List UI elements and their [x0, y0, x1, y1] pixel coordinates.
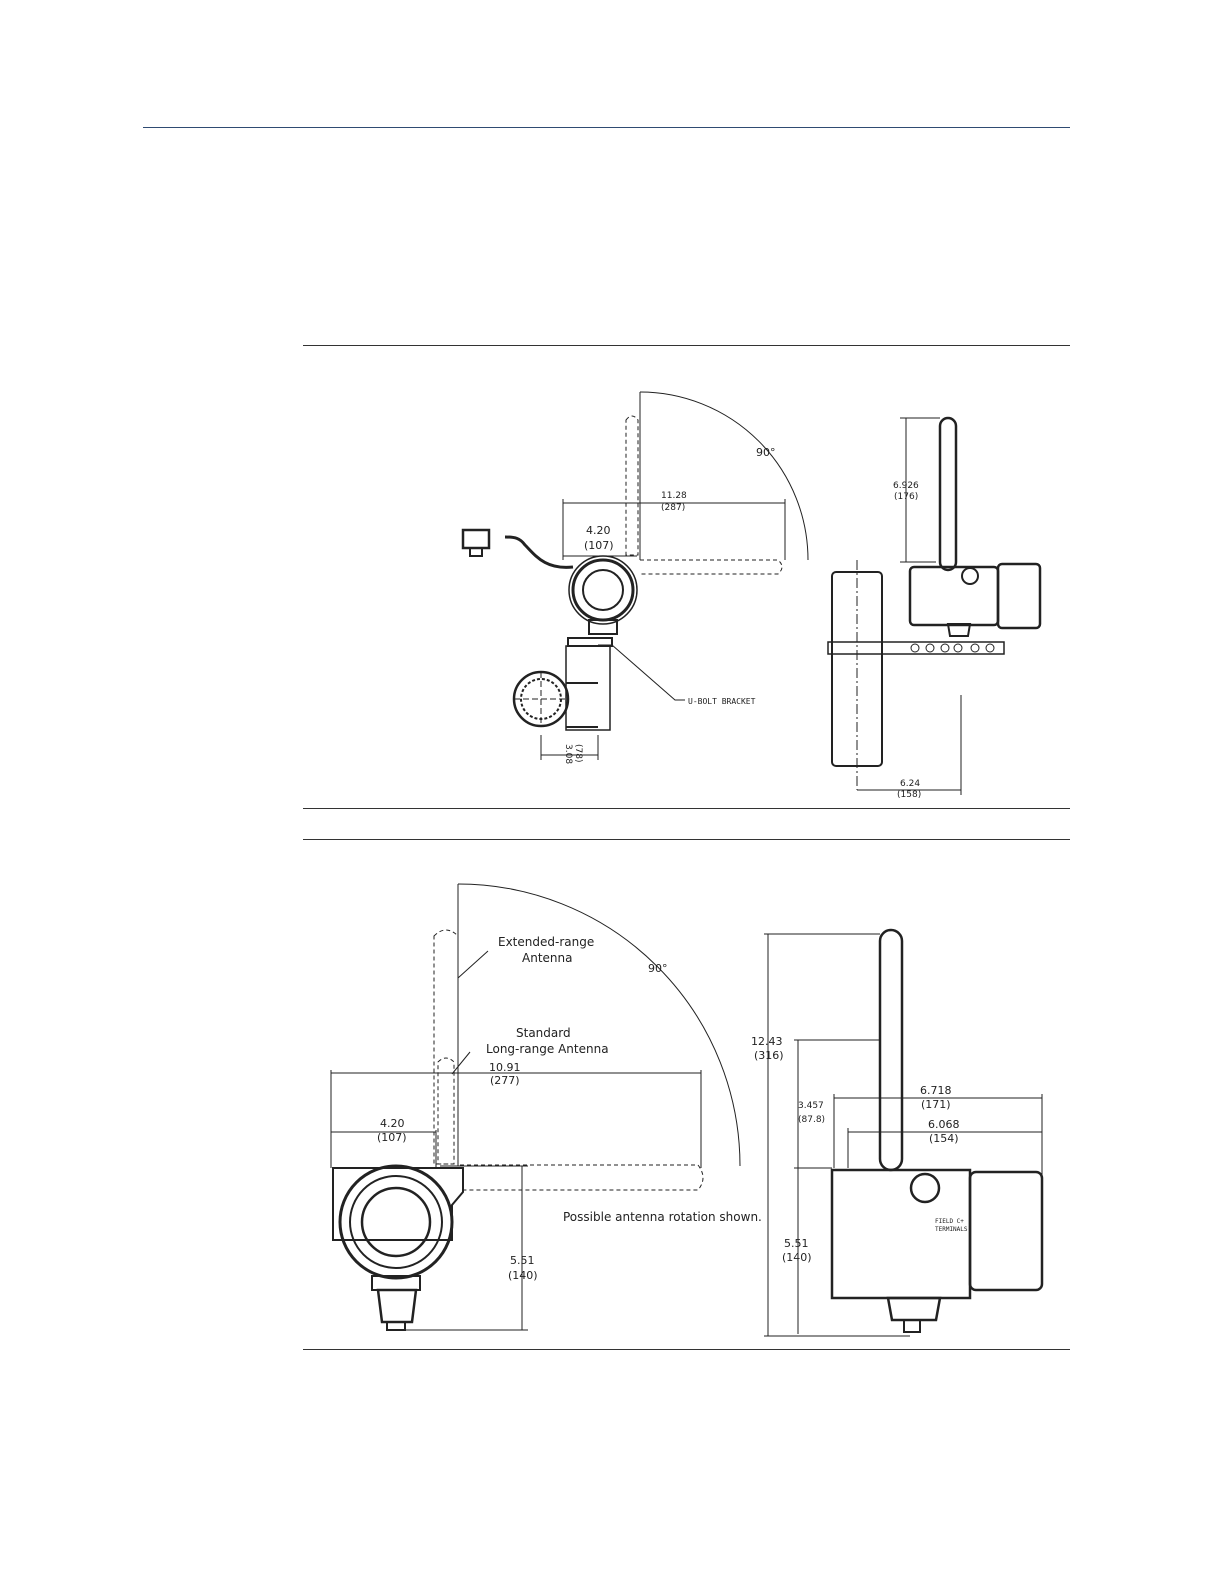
fig1-dim-6-926-mm: (176)	[894, 492, 918, 502]
fig2-dim-6-068: 6.068	[928, 1118, 960, 1131]
fig2-rotation-arc	[458, 884, 740, 1166]
field-terminals-label-2: TERMINALS	[935, 1226, 968, 1233]
fig2-dim-10-91: 10.91	[489, 1061, 521, 1074]
fig1-dim-6-926: 6.926	[893, 481, 919, 491]
fig1-angle: 90°	[756, 446, 776, 459]
fig1-dim-3-08-mm: (78)	[573, 744, 583, 762]
fig1-dim-6-24: 6.24	[900, 779, 920, 789]
fig2-dim-10-91-mm: (277)	[490, 1074, 520, 1087]
standard-antenna-dashed	[438, 1058, 454, 1164]
housing-side-2	[832, 1170, 970, 1298]
antenna-dashed-vertical	[626, 416, 638, 555]
rotation-arc	[640, 392, 808, 560]
loi-module	[463, 530, 489, 548]
fig2-dim-5-51-side-mm: (140)	[782, 1251, 812, 1264]
standard-label-2: Long-range Antenna	[486, 1042, 609, 1056]
fig2-dim-3-457-mm: (87.8)	[798, 1115, 825, 1125]
fig2-dim-5-51-side: 5.51	[784, 1237, 809, 1250]
housing-front-large	[340, 1166, 452, 1278]
antenna-dashed-horizontal	[640, 560, 782, 574]
extended-range-label-1: Extended-range	[498, 935, 594, 949]
antenna-side	[940, 418, 956, 570]
fig2-dim-5-51-mm: (140)	[508, 1269, 538, 1282]
process-connection	[378, 1290, 416, 1322]
fig1-dim-6-24-mm: (158)	[897, 790, 921, 800]
fig2-dim-6-068-mm: (154)	[929, 1132, 959, 1145]
fig1-dim-4-20: 4.20	[586, 524, 611, 537]
fig1-dim-11-28-mm: (287)	[661, 503, 685, 513]
fig2-dim-4-20: 4.20	[380, 1117, 405, 1130]
housing-side	[910, 567, 998, 625]
fig2-dim-12-43-mm: (316)	[754, 1049, 784, 1062]
fig2-dim-6-718: 6.718	[920, 1084, 952, 1097]
extended-range-label-2: Antenna	[522, 951, 572, 965]
fig2-dim-4-20-mm: (107)	[377, 1131, 407, 1144]
rotation-note: Possible antenna rotation shown.	[563, 1210, 762, 1224]
fig2-angle: 90°	[648, 962, 668, 975]
fig1-dim-4-20-mm: (107)	[584, 539, 614, 552]
antenna-dashed-horizontal-2	[460, 1165, 703, 1190]
housing-body-front	[333, 1168, 463, 1240]
fig1-dim-3-08: 3.08	[563, 744, 573, 764]
fig1-dim-11-28: 11.28	[661, 491, 687, 501]
antenna-side-2	[880, 930, 902, 1170]
fig2-dim-5-51: 5.51	[510, 1254, 535, 1267]
ubolt-bracket-label: U-BOLT BRACKET	[688, 697, 756, 706]
fig2-dim-12-43: 12.43	[751, 1035, 783, 1048]
u-bolt-bracket	[566, 646, 610, 730]
standard-label-1: Standard	[516, 1026, 571, 1040]
fig2-dim-3-457: 3.457	[798, 1101, 824, 1111]
field-terminals-label-1: FIELD C+	[935, 1218, 964, 1225]
fig2-dim-6-718-mm: (171)	[921, 1098, 951, 1111]
